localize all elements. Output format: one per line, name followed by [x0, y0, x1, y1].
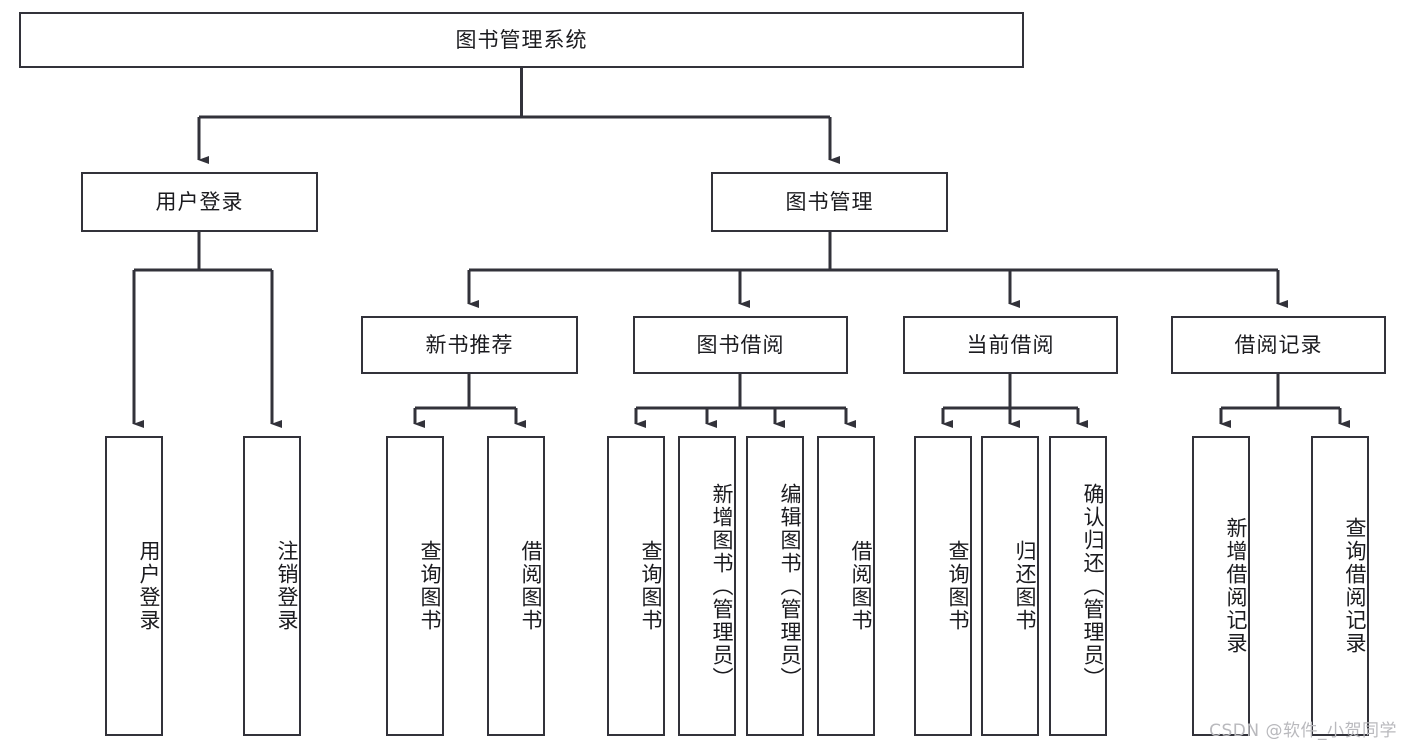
node-leaf-edit-book[interactable]: 编辑图书（管理员）: [746, 436, 804, 736]
node-label: 用户登录: [137, 540, 161, 632]
node-label: 注销登录: [275, 540, 299, 632]
node-label: 归还图书: [1013, 540, 1037, 632]
node-book-manage[interactable]: 图书管理: [711, 172, 948, 232]
node-label: 查询图书: [946, 540, 970, 632]
node-label: 编辑图书（管理员）: [778, 482, 802, 690]
node-label: 查询图书: [639, 540, 663, 632]
node-leaf-user-logout[interactable]: 注销登录: [243, 436, 301, 736]
node-label: 新增图书（管理员）: [710, 482, 734, 690]
node-label: 当前借阅: [966, 332, 1055, 357]
node-leaf-query-book-1[interactable]: 查询图书: [386, 436, 444, 736]
node-label: 图书管理: [785, 189, 874, 214]
node-book-borrow[interactable]: 图书借阅: [633, 316, 848, 374]
node-leaf-query-book-2[interactable]: 查询图书: [607, 436, 665, 736]
node-leaf-query-book-3[interactable]: 查询图书: [914, 436, 972, 736]
node-leaf-confirm-return[interactable]: 确认归还（管理员）: [1049, 436, 1107, 736]
node-user-login[interactable]: 用户登录: [81, 172, 318, 232]
node-label: 借阅记录: [1234, 332, 1323, 357]
node-new-book-recommendation[interactable]: 新书推荐: [361, 316, 578, 374]
node-leaf-return-book[interactable]: 归还图书: [981, 436, 1039, 736]
node-borrow-record[interactable]: 借阅记录: [1171, 316, 1386, 374]
node-current-borrow[interactable]: 当前借阅: [903, 316, 1118, 374]
node-label: 借阅图书: [519, 540, 543, 632]
node-leaf-add-borrow-record[interactable]: 新增借阅记录: [1192, 436, 1250, 736]
node-label: 查询图书: [418, 540, 442, 632]
node-leaf-query-borrow-record[interactable]: 查询借阅记录: [1311, 436, 1369, 736]
node-leaf-borrow-book-1[interactable]: 借阅图书: [487, 436, 545, 736]
node-label: 新书推荐: [425, 332, 514, 357]
node-leaf-add-book[interactable]: 新增图书（管理员）: [678, 436, 736, 736]
node-leaf-borrow-book-2[interactable]: 借阅图书: [817, 436, 875, 736]
node-label: 查询借阅记录: [1343, 517, 1367, 655]
node-label: 借阅图书: [849, 540, 873, 632]
node-label: 新增借阅记录: [1224, 517, 1248, 655]
node-root-system[interactable]: 图书管理系统: [19, 12, 1024, 68]
node-label: 确认归还（管理员）: [1081, 482, 1105, 690]
node-leaf-user-login[interactable]: 用户登录: [105, 436, 163, 736]
node-label: 图书借阅: [696, 332, 785, 357]
node-label: 图书管理系统: [455, 27, 588, 52]
node-label: 用户登录: [155, 189, 244, 214]
